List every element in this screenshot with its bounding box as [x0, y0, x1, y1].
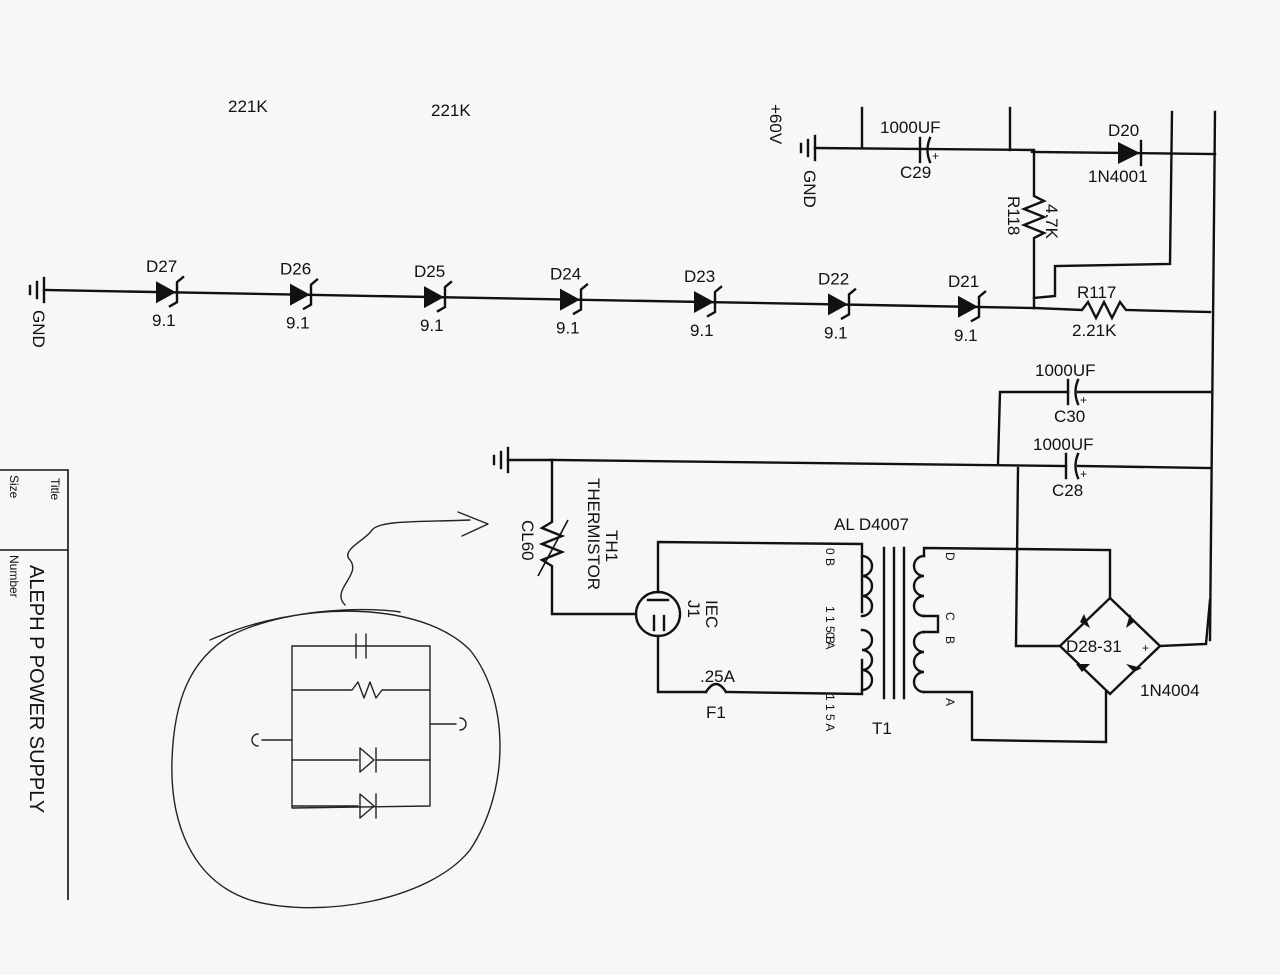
fuse-f1: .25A F1 — [700, 658, 864, 722]
ground-symbol — [492, 446, 554, 474]
capacitor-c29: + 1000UF C29 — [880, 118, 940, 182]
svg-text:+: + — [1080, 393, 1087, 407]
thermistor-th1: TH1 THERMISTOR CL60 — [518, 458, 638, 616]
zener-gnd-label: GND — [29, 310, 48, 348]
zener-diode-d21: D21 9.1 — [948, 272, 987, 345]
primary-pin-2: 1 1 5 B — [823, 606, 837, 644]
zener-value: 9.1 — [824, 323, 848, 342]
transformer-t1: AL D4007 T1 0 B 1 1 5 B 0 A 1 1 5 A D C … — [823, 515, 1112, 744]
bridge-plus: + — [1142, 641, 1149, 655]
iec-inlet-j1: IEC J1 — [634, 540, 864, 694]
zener-diode-d25: D25 9.1 — [414, 262, 453, 335]
zener-ref: D25 — [414, 262, 445, 281]
hand-annotation — [171, 511, 501, 909]
r117-ref: R117 — [1077, 283, 1116, 302]
zener-diode-d23: D23 9.1 — [684, 267, 723, 340]
zener-ref: D24 — [550, 265, 581, 284]
zener-value: 9.1 — [286, 314, 310, 333]
primary-pin-1: 0 B — [823, 548, 837, 566]
supply-gnd-label: GND — [800, 170, 819, 208]
top-label-1: 221K — [228, 97, 268, 116]
zener-value: 9.1 — [556, 319, 580, 338]
zener-value: 9.1 — [420, 316, 444, 335]
j1-ref: J1 — [684, 600, 703, 618]
zener-ref: D27 — [146, 257, 177, 276]
title-label: Title — [48, 478, 62, 501]
zener-diode-d24: D24 9.1 — [550, 265, 589, 338]
r118-ref: R118 — [1004, 196, 1023, 235]
r118-value: 4.7K — [1042, 204, 1061, 240]
zener-ref: D22 — [818, 269, 849, 288]
drawing-title: ALEPH P POWER SUPPLY — [25, 565, 47, 813]
secondary-pin-d: D — [943, 552, 957, 561]
f1-value: .25A — [700, 667, 736, 686]
secondary-pin-c: C — [943, 612, 957, 621]
svg-text:+: + — [932, 149, 939, 163]
zener-string: GND D27 9.1 D26 9.1 D25 9.1 D24 9.1 D23 9.1 D22 9.1… — [28, 257, 1036, 348]
bridge-ref: D28-31 — [1066, 637, 1122, 656]
svg-text:+: + — [1080, 467, 1087, 481]
resistor-r117: R117 2.21K — [1032, 283, 1212, 340]
c30-ref: C30 — [1054, 407, 1085, 426]
f1-ref: F1 — [706, 703, 726, 722]
bridge-rectifier: D28-31 + 1N4004 — [1014, 466, 1212, 700]
size-label: Size — [7, 475, 21, 499]
c28-ref: C28 — [1052, 481, 1083, 500]
c30-value: 1000UF — [1035, 361, 1095, 380]
number-label: Number — [7, 555, 21, 598]
th1-ref: TH1 — [602, 530, 621, 562]
t1-part: AL D4007 — [834, 515, 909, 534]
top-label-2: 221K — [431, 101, 471, 120]
zener-ref: D26 — [280, 260, 311, 279]
resistor-r118: 4.7K R118 — [1004, 148, 1061, 310]
primary-pin-4: 1 1 5 A — [823, 694, 837, 731]
capacitor-c30: + 1000UF C30 — [996, 361, 1212, 466]
d20-ref: D20 — [1108, 121, 1139, 140]
capacitor-c28: + 1000UF C28 — [550, 435, 1212, 500]
zener-diode-d27: D27 9.1 — [146, 257, 185, 330]
main-rail — [1208, 110, 1217, 642]
c28-value: 1000UF — [1033, 435, 1093, 454]
th1-value: CL60 — [518, 520, 537, 561]
c29-ref: C29 — [900, 163, 931, 182]
zener-value: 9.1 — [690, 321, 714, 340]
zener-ref: D23 — [684, 267, 715, 286]
c29-value: 1000UF — [880, 118, 940, 137]
d20-value: 1N4001 — [1088, 167, 1148, 186]
zener-value: 9.1 — [152, 311, 176, 330]
primary-pin-3: 0 A — [823, 632, 837, 649]
th1-type: THERMISTOR — [584, 478, 603, 590]
supply-rail-label: +60V — [766, 104, 785, 145]
zener-diode-d26: D26 9.1 — [280, 260, 319, 333]
secondary-pin-b: B — [943, 636, 957, 644]
zener-ref: D21 — [948, 272, 979, 291]
j1-type: IEC — [702, 600, 721, 628]
bridge-value: 1N4004 — [1140, 681, 1200, 700]
title-block: Title ALEPH P POWER SUPPLY Size Number — [0, 469, 69, 900]
secondary-pin-a: A — [943, 698, 957, 706]
r117-value: 2.21K — [1072, 321, 1117, 340]
t1-ref: T1 — [872, 719, 892, 738]
zener-value: 9.1 — [954, 326, 978, 345]
diode-d20: D20 1N4001 — [1088, 121, 1148, 186]
supply-terminal: +60V GND — [766, 104, 1034, 208]
zener-diode-d22: D22 9.1 — [818, 269, 857, 342]
